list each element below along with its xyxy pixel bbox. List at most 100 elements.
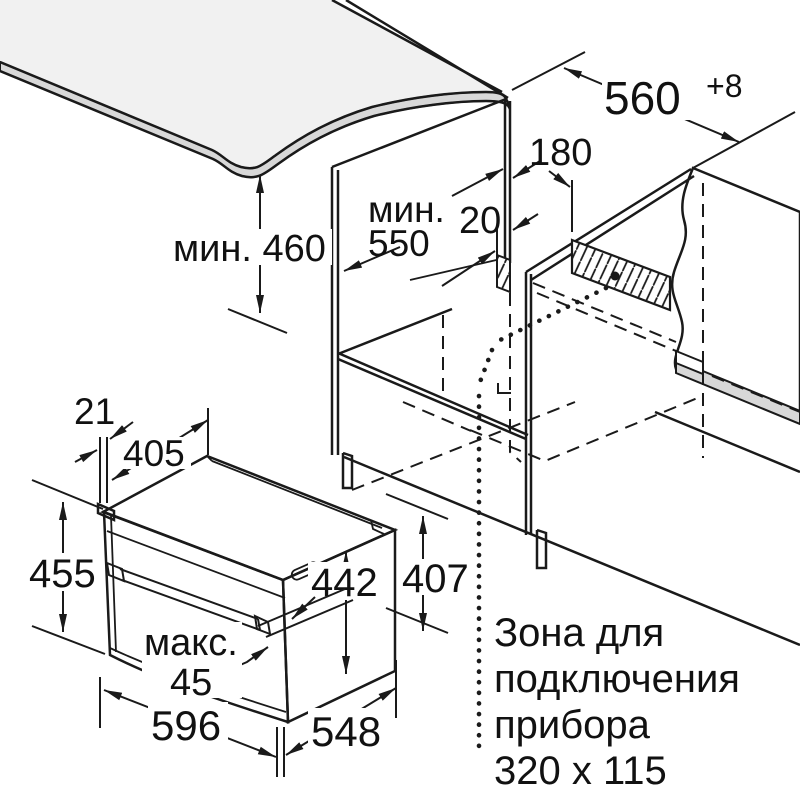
dim-560-tolerance-label: +8 (706, 68, 742, 104)
dim-405-label-bg (121, 437, 191, 469)
oven-frame-corner (96, 502, 116, 522)
dim-20-label: 20 (459, 200, 501, 242)
left-foot (341, 451, 354, 490)
dim-455-ext-top (31, 479, 104, 510)
connection-zone-note-line1: Зона для (494, 611, 664, 655)
connection-zone-leader (476, 285, 609, 759)
dim-560-ext-right (692, 111, 796, 169)
hidden-shelf-edge (402, 401, 472, 432)
countertop-right-edge-inner (345, 0, 509, 100)
dim-max45-label-line2: 45 (170, 662, 212, 704)
dim-max45-label-bg (142, 622, 242, 698)
dim-548: 548 (285, 660, 397, 756)
dim-min550-label-line2: 550 (368, 223, 430, 264)
dim-407: 407 (385, 493, 472, 634)
dim-455: 455 (27, 479, 106, 655)
hatch-area-sliver (496, 253, 511, 294)
dim-455-label-bg (27, 553, 99, 591)
dim-max45-label-line1: макс. (144, 622, 238, 664)
right-wall-top-edge-a (525, 167, 692, 274)
leader-corner-mark (497, 383, 511, 394)
hidden-wall-edge-a (532, 282, 677, 343)
connection-zone-note-line2: подключения (494, 657, 740, 701)
side-panel-plinth-band (675, 358, 800, 426)
dim-560-ext-left (511, 51, 586, 91)
dim-min460: мин. 460 (170, 175, 332, 334)
connection-zone-note-line4: 320 x 115 (494, 749, 667, 793)
dotted-leader-diagonal (493, 285, 609, 345)
dim-20: 20 (441, 200, 539, 287)
dim-560-label-bg (602, 68, 744, 120)
dim-405: 405 (111, 408, 209, 481)
dim-596: 596 (99, 677, 285, 777)
right-wall-top-edge-b (530, 174, 695, 282)
niche-top-edge (331, 97, 507, 169)
hidden-wall-edge-b (536, 292, 677, 352)
countertop (0, 0, 510, 179)
dim-21-arrow-left (74, 449, 98, 463)
dim-560-label: 560 (604, 72, 681, 124)
dim-max45: макс. 45 (142, 588, 354, 704)
dim-407-label-bg (400, 559, 472, 595)
dim-442: 442 (308, 551, 386, 674)
dim-20-arrow-left (441, 250, 496, 287)
dim-21: 21 (74, 391, 134, 503)
dim-548-label: 548 (311, 708, 381, 755)
dim-560: 560 +8 (511, 51, 796, 169)
dim-407-ext-bottom (385, 607, 449, 634)
dim-442-label-bg (308, 562, 386, 600)
dim-min460-label-bg (170, 229, 332, 265)
dim-21-label: 21 (74, 391, 115, 432)
oven-control-panel-line (106, 530, 286, 599)
side-panel-face (670, 166, 800, 422)
connection-zone-note-line3: прибора (494, 703, 651, 747)
dim-max45-ext-b (265, 599, 354, 638)
right-foot (535, 528, 548, 570)
dim-180-arrow-right (548, 170, 571, 188)
dotted-leader-bend (477, 347, 495, 385)
dim-min460-ext (227, 308, 288, 334)
dim-405-label: 405 (123, 433, 185, 474)
niche-cabinet (330, 97, 800, 647)
oven-top-right-step (370, 519, 385, 535)
dim-548-label-bg (308, 708, 390, 750)
side-panel (670, 166, 800, 458)
cabinet-bottom-edge (343, 455, 800, 647)
countertop-band-bottom-edge (0, 69, 510, 179)
shelf-left-junction (337, 307, 453, 356)
dim-20-arrow-right (512, 213, 539, 231)
hidden-niche-right-edge (509, 272, 522, 463)
dim-min550-label-line1: мин. (368, 189, 445, 230)
dim-407-ext-top (385, 493, 449, 520)
oven-door-left-inner (110, 515, 117, 653)
shelf-front-edge-top (337, 351, 529, 437)
countertop-surface (0, 0, 508, 169)
hidden-edges (351, 272, 701, 491)
dim-455-ext-bottom (31, 625, 106, 655)
dim-407-label: 407 (402, 557, 469, 601)
dim-180: 180 (512, 132, 592, 232)
countertop-front-edge (0, 60, 510, 170)
hidden-lower-compartment (469, 396, 701, 463)
connection-zone-hatch (496, 238, 672, 312)
dim-180-label: 180 (529, 132, 592, 174)
dim-min550: мин. 550 (343, 168, 504, 272)
dim-596-label: 596 (151, 702, 221, 749)
dim-455-label: 455 (29, 552, 96, 596)
hidden-edge-on-plinth (711, 375, 800, 413)
dim-max45-arrow-upper (291, 596, 316, 620)
floor-edge (654, 410, 800, 474)
connection-point-dot (610, 271, 620, 281)
oven-right-face (281, 528, 397, 724)
connection-zone-note: Зона для подключения прибора 320 x 115 (494, 611, 740, 793)
dim-596-label-bg (148, 702, 228, 744)
dim-min460-label: мин. 460 (173, 228, 326, 270)
hidden-bottom-back-edge (351, 401, 576, 491)
oven-handle (105, 561, 272, 636)
dim-180-arrow-left (512, 160, 541, 179)
hatch-area-main (570, 238, 672, 312)
dim-min550-arrow-left (343, 246, 401, 272)
shelf-front-edge-bottom (337, 357, 527, 441)
